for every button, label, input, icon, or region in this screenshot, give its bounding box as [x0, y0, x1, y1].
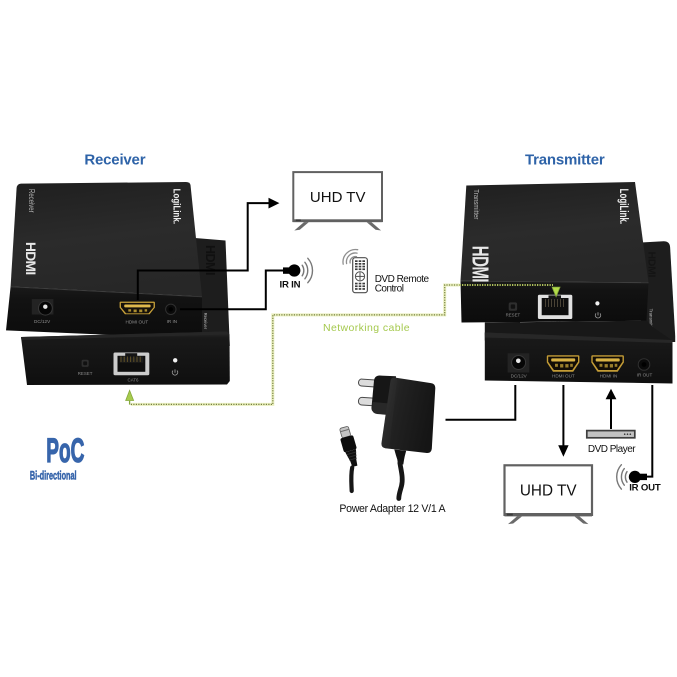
svg-text:HDMI IN: HDMI IN — [600, 373, 618, 378]
svg-text:HDMI: HDMI — [467, 246, 493, 282]
svg-text:LogiLink.: LogiLink. — [616, 189, 629, 225]
svg-text:CAT6: CAT6 — [128, 377, 139, 382]
svg-text:RESET: RESET — [78, 371, 93, 376]
svg-text:DVD Remote: DVD Remote — [375, 274, 430, 285]
svg-text:DC/12V: DC/12V — [511, 373, 528, 378]
svg-text:UHD TV: UHD TV — [310, 189, 366, 206]
svg-text:Bi-directional: Bi-directional — [30, 470, 77, 483]
svg-text:Receiver: Receiver — [27, 189, 36, 213]
svg-text:HDMI OUT: HDMI OUT — [552, 373, 575, 378]
svg-text:IR OUT: IR OUT — [637, 372, 653, 377]
svg-text:Transmitter: Transmitter — [649, 309, 654, 332]
svg-text:IR OUT: IR OUT — [629, 483, 661, 494]
svg-text:Power Adapter 12 V/1 A: Power Adapter 12 V/1 A — [339, 503, 446, 515]
svg-text:RESET: RESET — [506, 313, 521, 318]
svg-text:DC/12V: DC/12V — [34, 319, 51, 324]
svg-text:LogiLink.: LogiLink. — [171, 189, 182, 225]
svg-text:HDMI: HDMI — [646, 252, 658, 278]
svg-text:Networking cable: Networking cable — [323, 322, 410, 334]
svg-text:DVD Player: DVD Player — [588, 444, 636, 455]
svg-text:Transmitter: Transmitter — [472, 189, 480, 220]
svg-text:Transmitter: Transmitter — [525, 152, 605, 169]
svg-text:HDMI OUT: HDMI OUT — [126, 319, 149, 324]
svg-text:PoC: PoC — [46, 431, 84, 469]
svg-text:HDMI: HDMI — [23, 242, 38, 274]
svg-text:Control: Control — [375, 284, 404, 295]
svg-text:IR IN: IR IN — [167, 319, 177, 324]
svg-text:Receiver: Receiver — [203, 313, 208, 330]
svg-text:Receiver: Receiver — [84, 152, 145, 169]
svg-text:HDMI: HDMI — [203, 245, 217, 275]
svg-text:UHD TV: UHD TV — [520, 482, 577, 499]
svg-text:IR IN: IR IN — [280, 280, 301, 291]
